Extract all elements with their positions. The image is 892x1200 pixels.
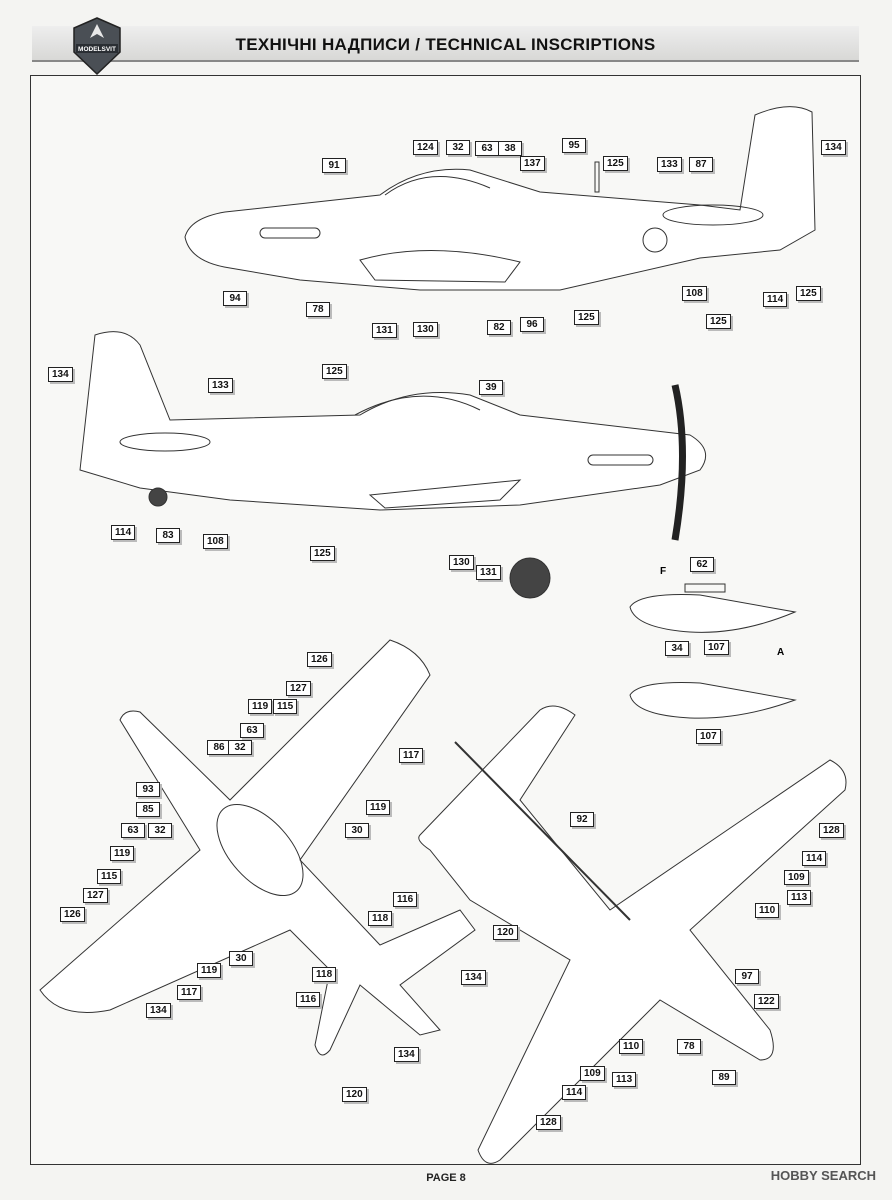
callout-133: 133 <box>208 378 233 393</box>
callout-137: 137 <box>520 156 545 171</box>
callout-93: 93 <box>136 782 160 797</box>
callout-118: 118 <box>368 911 393 926</box>
callout-63: 63 <box>475 141 499 156</box>
callout-119: 119 <box>366 800 391 815</box>
marker-f: F <box>660 566 667 577</box>
callout-125: 125 <box>706 314 731 329</box>
callout-134: 134 <box>394 1047 419 1062</box>
callout-107: 107 <box>704 640 729 655</box>
callout-114: 114 <box>111 525 136 540</box>
callout-118: 118 <box>312 967 337 982</box>
callout-126: 126 <box>60 907 85 922</box>
callout-119: 119 <box>248 699 273 714</box>
bottom-planform <box>418 705 847 1164</box>
callout-109: 109 <box>784 870 809 885</box>
top-planform <box>39 639 476 1056</box>
callout-134: 134 <box>146 1003 171 1018</box>
callout-113: 113 <box>612 1072 637 1087</box>
callout-95: 95 <box>562 138 586 153</box>
callout-127: 127 <box>83 888 108 903</box>
side-profile-left <box>184 106 816 291</box>
callout-82: 82 <box>487 320 511 335</box>
page-title: ТЕХНІЧНІ НАДПИСИ / TECHNICAL INSCRIPTION… <box>235 35 656 54</box>
callout-126: 126 <box>307 652 332 667</box>
callout-32: 32 <box>228 740 252 755</box>
callout-38: 38 <box>498 141 522 156</box>
callout-127: 127 <box>286 681 311 696</box>
callout-114: 114 <box>763 292 788 307</box>
callout-108: 108 <box>203 534 228 549</box>
callout-32: 32 <box>148 823 172 838</box>
callout-130: 130 <box>413 322 438 337</box>
callout-87: 87 <box>689 157 713 172</box>
callout-117: 117 <box>399 748 424 763</box>
callout-92: 92 <box>570 812 594 827</box>
callout-91: 91 <box>322 158 346 173</box>
callout-119: 119 <box>110 846 135 861</box>
callout-124: 124 <box>413 140 438 155</box>
callout-116: 116 <box>393 892 418 907</box>
callout-94: 94 <box>223 291 247 306</box>
callout-128: 128 <box>536 1115 561 1130</box>
watermark: HOBBY SEARCH <box>770 1168 876 1183</box>
callout-110: 110 <box>619 1039 644 1054</box>
callout-125: 125 <box>796 286 821 301</box>
callout-134: 134 <box>821 140 846 155</box>
callout-120: 120 <box>342 1087 367 1102</box>
callout-125: 125 <box>310 546 335 561</box>
modelsvit-logo: MODELSVIT <box>73 17 121 76</box>
callout-34: 34 <box>665 641 689 656</box>
callout-97: 97 <box>735 969 759 984</box>
callout-120: 120 <box>493 925 518 940</box>
page-number: PAGE 8 <box>426 1172 466 1184</box>
callout-114: 114 <box>562 1085 587 1100</box>
callout-134: 134 <box>461 970 486 985</box>
callout-133: 133 <box>657 157 682 172</box>
callout-130: 130 <box>449 555 474 570</box>
callout-119: 119 <box>197 963 222 978</box>
page-header: MODELSVIT ТЕХНІЧНІ НАДПИСИ / TECHNICAL I… <box>32 16 859 76</box>
callout-110: 110 <box>755 903 780 918</box>
callout-78: 78 <box>306 302 330 317</box>
svg-text:MODELSVIT: MODELSVIT <box>78 46 116 53</box>
callout-107: 107 <box>696 729 721 744</box>
callout-108: 108 <box>682 286 707 301</box>
callout-109: 109 <box>580 1066 605 1081</box>
callout-114: 114 <box>802 851 827 866</box>
callout-125: 125 <box>322 364 347 379</box>
callout-125: 125 <box>574 310 599 325</box>
drop-tanks <box>629 583 797 719</box>
callout-85: 85 <box>136 802 160 817</box>
callout-117: 117 <box>177 985 202 1000</box>
callout-39: 39 <box>479 380 503 395</box>
callout-63: 63 <box>240 723 264 738</box>
callout-83: 83 <box>156 528 180 543</box>
header-bar <box>32 26 859 62</box>
callout-125: 125 <box>603 156 628 171</box>
callout-134: 134 <box>48 367 73 382</box>
marker-a: A <box>777 647 785 658</box>
callout-115: 115 <box>97 869 122 884</box>
callout-128: 128 <box>819 823 844 838</box>
callout-122: 122 <box>754 994 779 1009</box>
callout-131: 131 <box>372 323 397 338</box>
callout-32: 32 <box>446 140 470 155</box>
callout-89: 89 <box>712 1070 736 1085</box>
callout-96: 96 <box>520 317 544 332</box>
callout-115: 115 <box>273 699 298 714</box>
callout-131: 131 <box>476 565 501 580</box>
callout-116: 116 <box>296 992 321 1007</box>
callout-62: 62 <box>690 557 714 572</box>
callout-30: 30 <box>229 951 253 966</box>
side-profile-right <box>79 331 707 599</box>
callout-30: 30 <box>345 823 369 838</box>
callout-78: 78 <box>677 1039 701 1054</box>
callout-63: 63 <box>121 823 145 838</box>
callout-113: 113 <box>787 890 812 905</box>
